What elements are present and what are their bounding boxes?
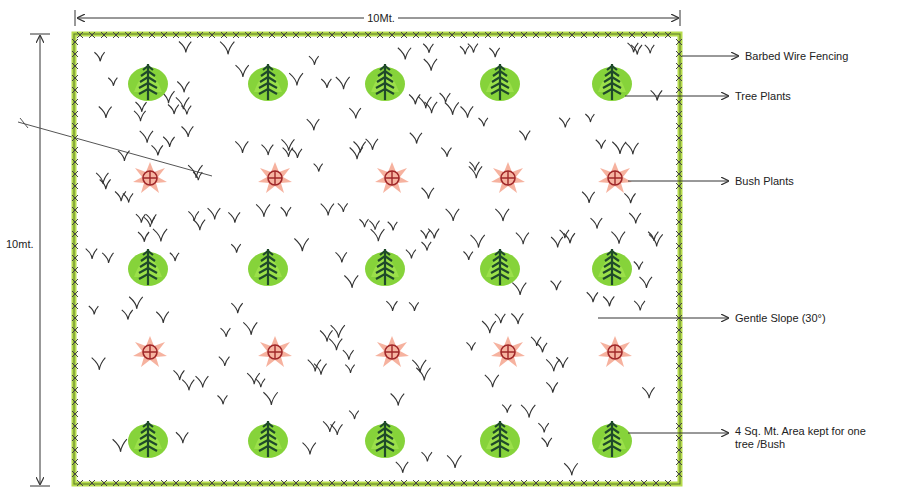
dimension-label: 10mt. [6,236,34,253]
tree-plant [128,64,168,101]
bush-plant [491,162,525,193]
callout-label: Gentle Slope (30°) [735,312,826,325]
bush-plant [491,336,525,367]
callout-label: Barbed Wire Fencing [745,50,848,63]
bush-plant [375,336,409,367]
tree-plant [128,421,168,458]
fence-barbs [72,32,682,486]
tree-plant [365,64,405,101]
bush-plant [598,336,632,367]
callout-label: 4 Sq. Mt. Area kept for one tree /Bush [735,425,885,451]
bush-plant [598,162,632,193]
tree-plant [248,249,288,286]
tree-plant [592,421,632,458]
tree-plant [592,64,632,101]
bush-plant [133,162,167,193]
bush-plant [133,336,167,367]
dimension-label: 10Mt. [364,12,398,25]
bush-plant [258,162,292,193]
grass-marks [86,42,663,476]
tree-plant [480,249,520,286]
tree-plant [592,249,632,286]
callout-label: Tree Plants [735,90,791,103]
tree-plant [128,249,168,286]
tree-plant [248,421,288,458]
tree-plant [480,64,520,101]
leader-lines [598,56,738,433]
bush-plant [258,336,292,367]
tree-plant [248,64,288,101]
barbed-wire-fence [74,34,680,484]
tree-plant [480,421,520,458]
callout-label: Bush Plants [735,175,794,188]
tree-plant [365,421,405,458]
bush-plant [375,162,409,193]
plants [128,64,632,458]
tree-plant [365,249,405,286]
height-dimension [40,36,41,484]
stray-line [18,122,212,176]
